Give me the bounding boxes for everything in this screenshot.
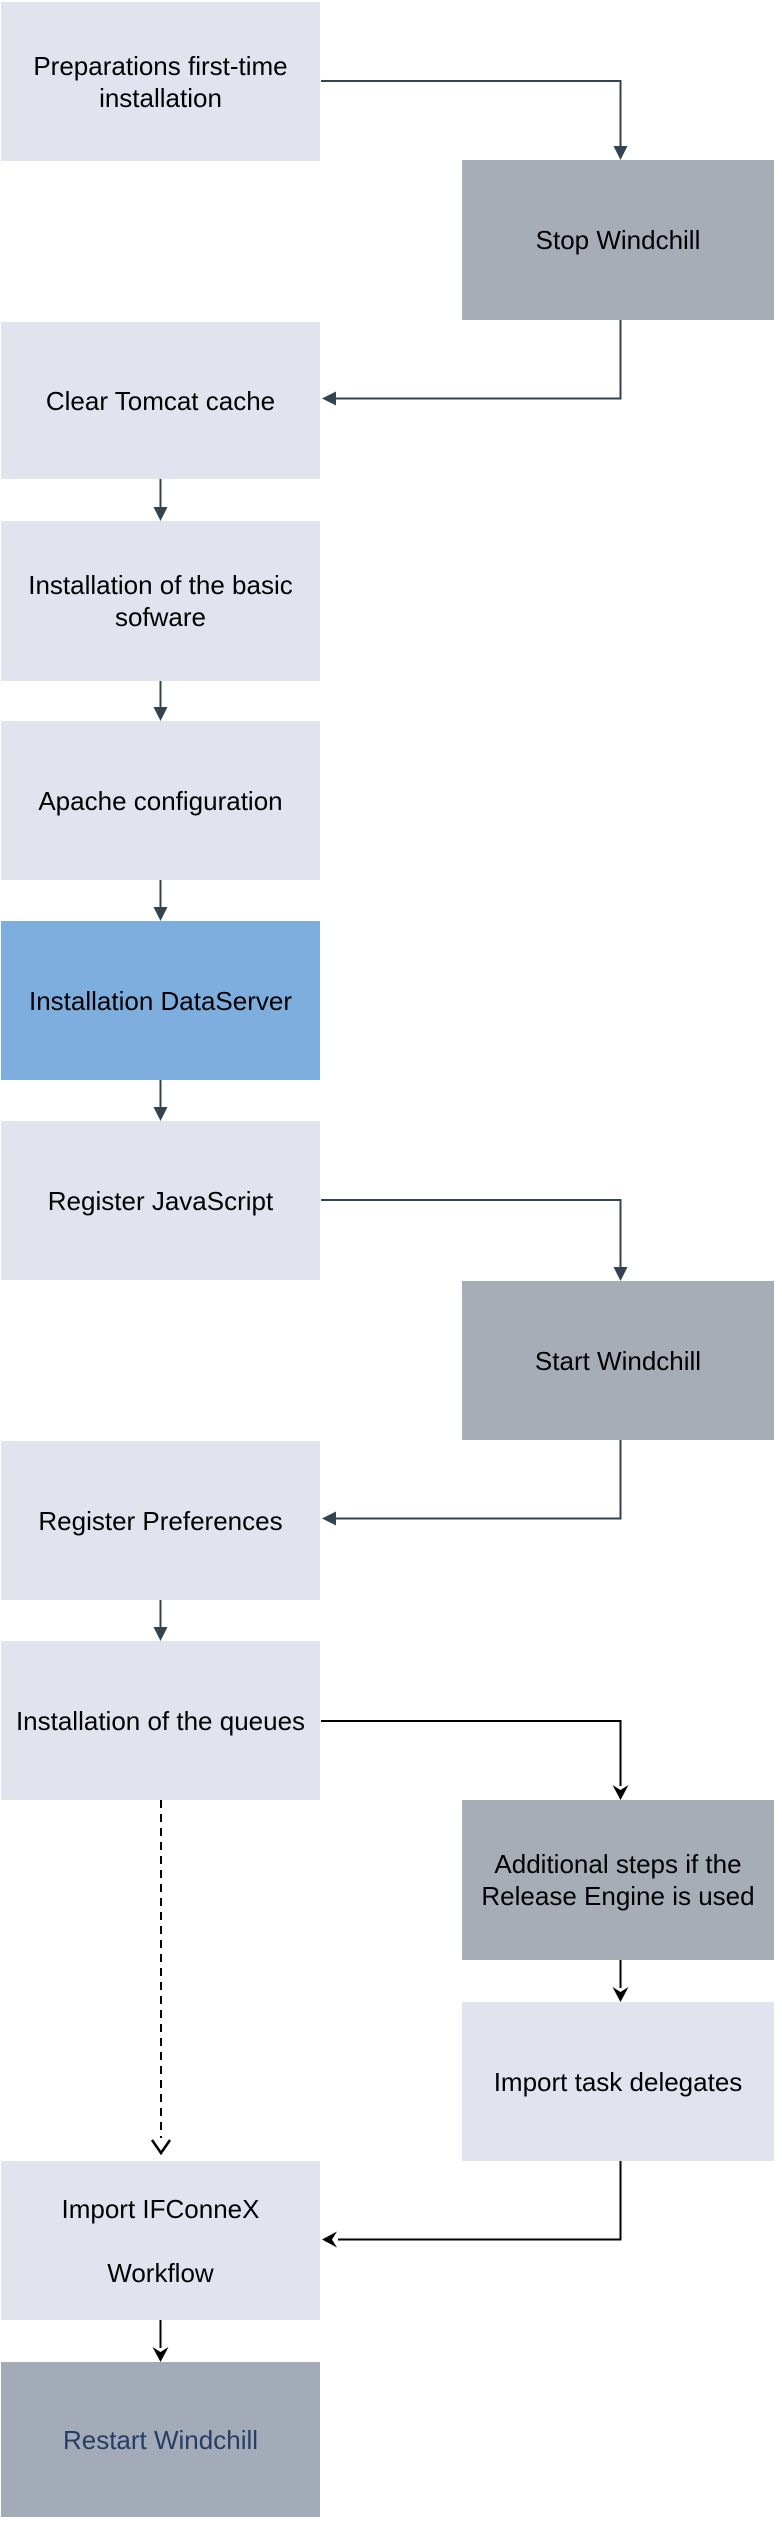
arrowhead-down-restart xyxy=(152,2347,169,2362)
node-clear-tomcat: Clear Tomcat cache xyxy=(1,322,320,479)
arrowhead-down-releaseengine xyxy=(612,1785,629,1800)
node-restart-windchill: Restart Windchill xyxy=(1,2362,320,2517)
connector-queues-releaseengine xyxy=(321,1720,622,1786)
node-apache-config: Apache configuration xyxy=(1,721,320,880)
node-start-windchill: Start Windchill xyxy=(462,1281,774,1440)
connector-stop-cleartomcat xyxy=(336,320,622,400)
node-queues: Installation of the queues xyxy=(1,1641,320,1800)
node-ifconnex-workflow: Import IFConneX Workflow xyxy=(1,2161,320,2320)
node-start-windchill-label: Start Windchill xyxy=(534,1345,702,1376)
arrowhead-down-stop xyxy=(613,146,628,160)
node-basic-software-label: Installation of the basic sofware xyxy=(28,570,293,632)
node-restart-windchill-label: Restart Windchill xyxy=(62,2424,259,2455)
node-preparations: Preparations first-time installation xyxy=(1,2,320,161)
node-register-prefs-label: Register Preferences xyxy=(38,1505,283,1536)
node-preparations-label: Preparations first-time installation xyxy=(33,50,288,113)
arrowhead-left-ifconnex xyxy=(322,2231,337,2248)
node-stop-windchill-label: Stop Windchill xyxy=(535,225,701,255)
connector-start-registerprefs xyxy=(336,1440,622,1520)
node-dataserver-label: Installation DataServer xyxy=(28,985,293,1016)
node-release-engine-label: Additional steps if the Release Engine i… xyxy=(481,1849,755,1911)
node-release-engine: Additional steps if the Release Engine i… xyxy=(462,1800,774,1960)
arrowhead-down-start xyxy=(613,1267,628,1281)
node-register-js: Register JavaScript xyxy=(1,1121,320,1280)
connector-preparations-stop xyxy=(321,80,622,146)
arrowhead-down-apache xyxy=(153,707,168,721)
node-task-delegates-label: Import task delegates xyxy=(493,2066,743,2097)
node-apache-config-label: Apache configuration xyxy=(38,785,283,816)
connector-registerjs-start xyxy=(321,1199,622,1267)
node-register-js-label: Register JavaScript xyxy=(47,1185,274,1216)
arrowhead-down-registerjs xyxy=(153,1107,168,1121)
connector-delegates-ifconnex xyxy=(338,2161,622,2241)
node-task-delegates: Import task delegates xyxy=(462,2002,774,2161)
arrowhead-down-queues xyxy=(153,1627,168,1641)
arrowhead-down-dataserver xyxy=(153,907,168,921)
arrowhead-down-delegates xyxy=(612,1987,629,2002)
arrowhead-down-basic xyxy=(153,507,168,521)
arrowhead-chevron-ifconnex xyxy=(150,2139,172,2156)
node-ifconnex-workflow-label: Import IFConneX Workflow xyxy=(61,2193,260,2288)
arrowhead-left-registerprefs xyxy=(322,1511,336,1526)
node-stop-windchill: Stop Windchill xyxy=(462,160,774,320)
node-dataserver: Installation DataServer xyxy=(1,921,320,1080)
node-queues-label: Installation of the queues xyxy=(15,1705,306,1736)
node-register-prefs: Register Preferences xyxy=(1,1441,320,1600)
node-basic-software: Installation of the basic sofware xyxy=(1,521,320,681)
arrowhead-left-cleartomcat xyxy=(322,391,336,406)
node-clear-tomcat-label: Clear Tomcat cache xyxy=(45,385,276,416)
